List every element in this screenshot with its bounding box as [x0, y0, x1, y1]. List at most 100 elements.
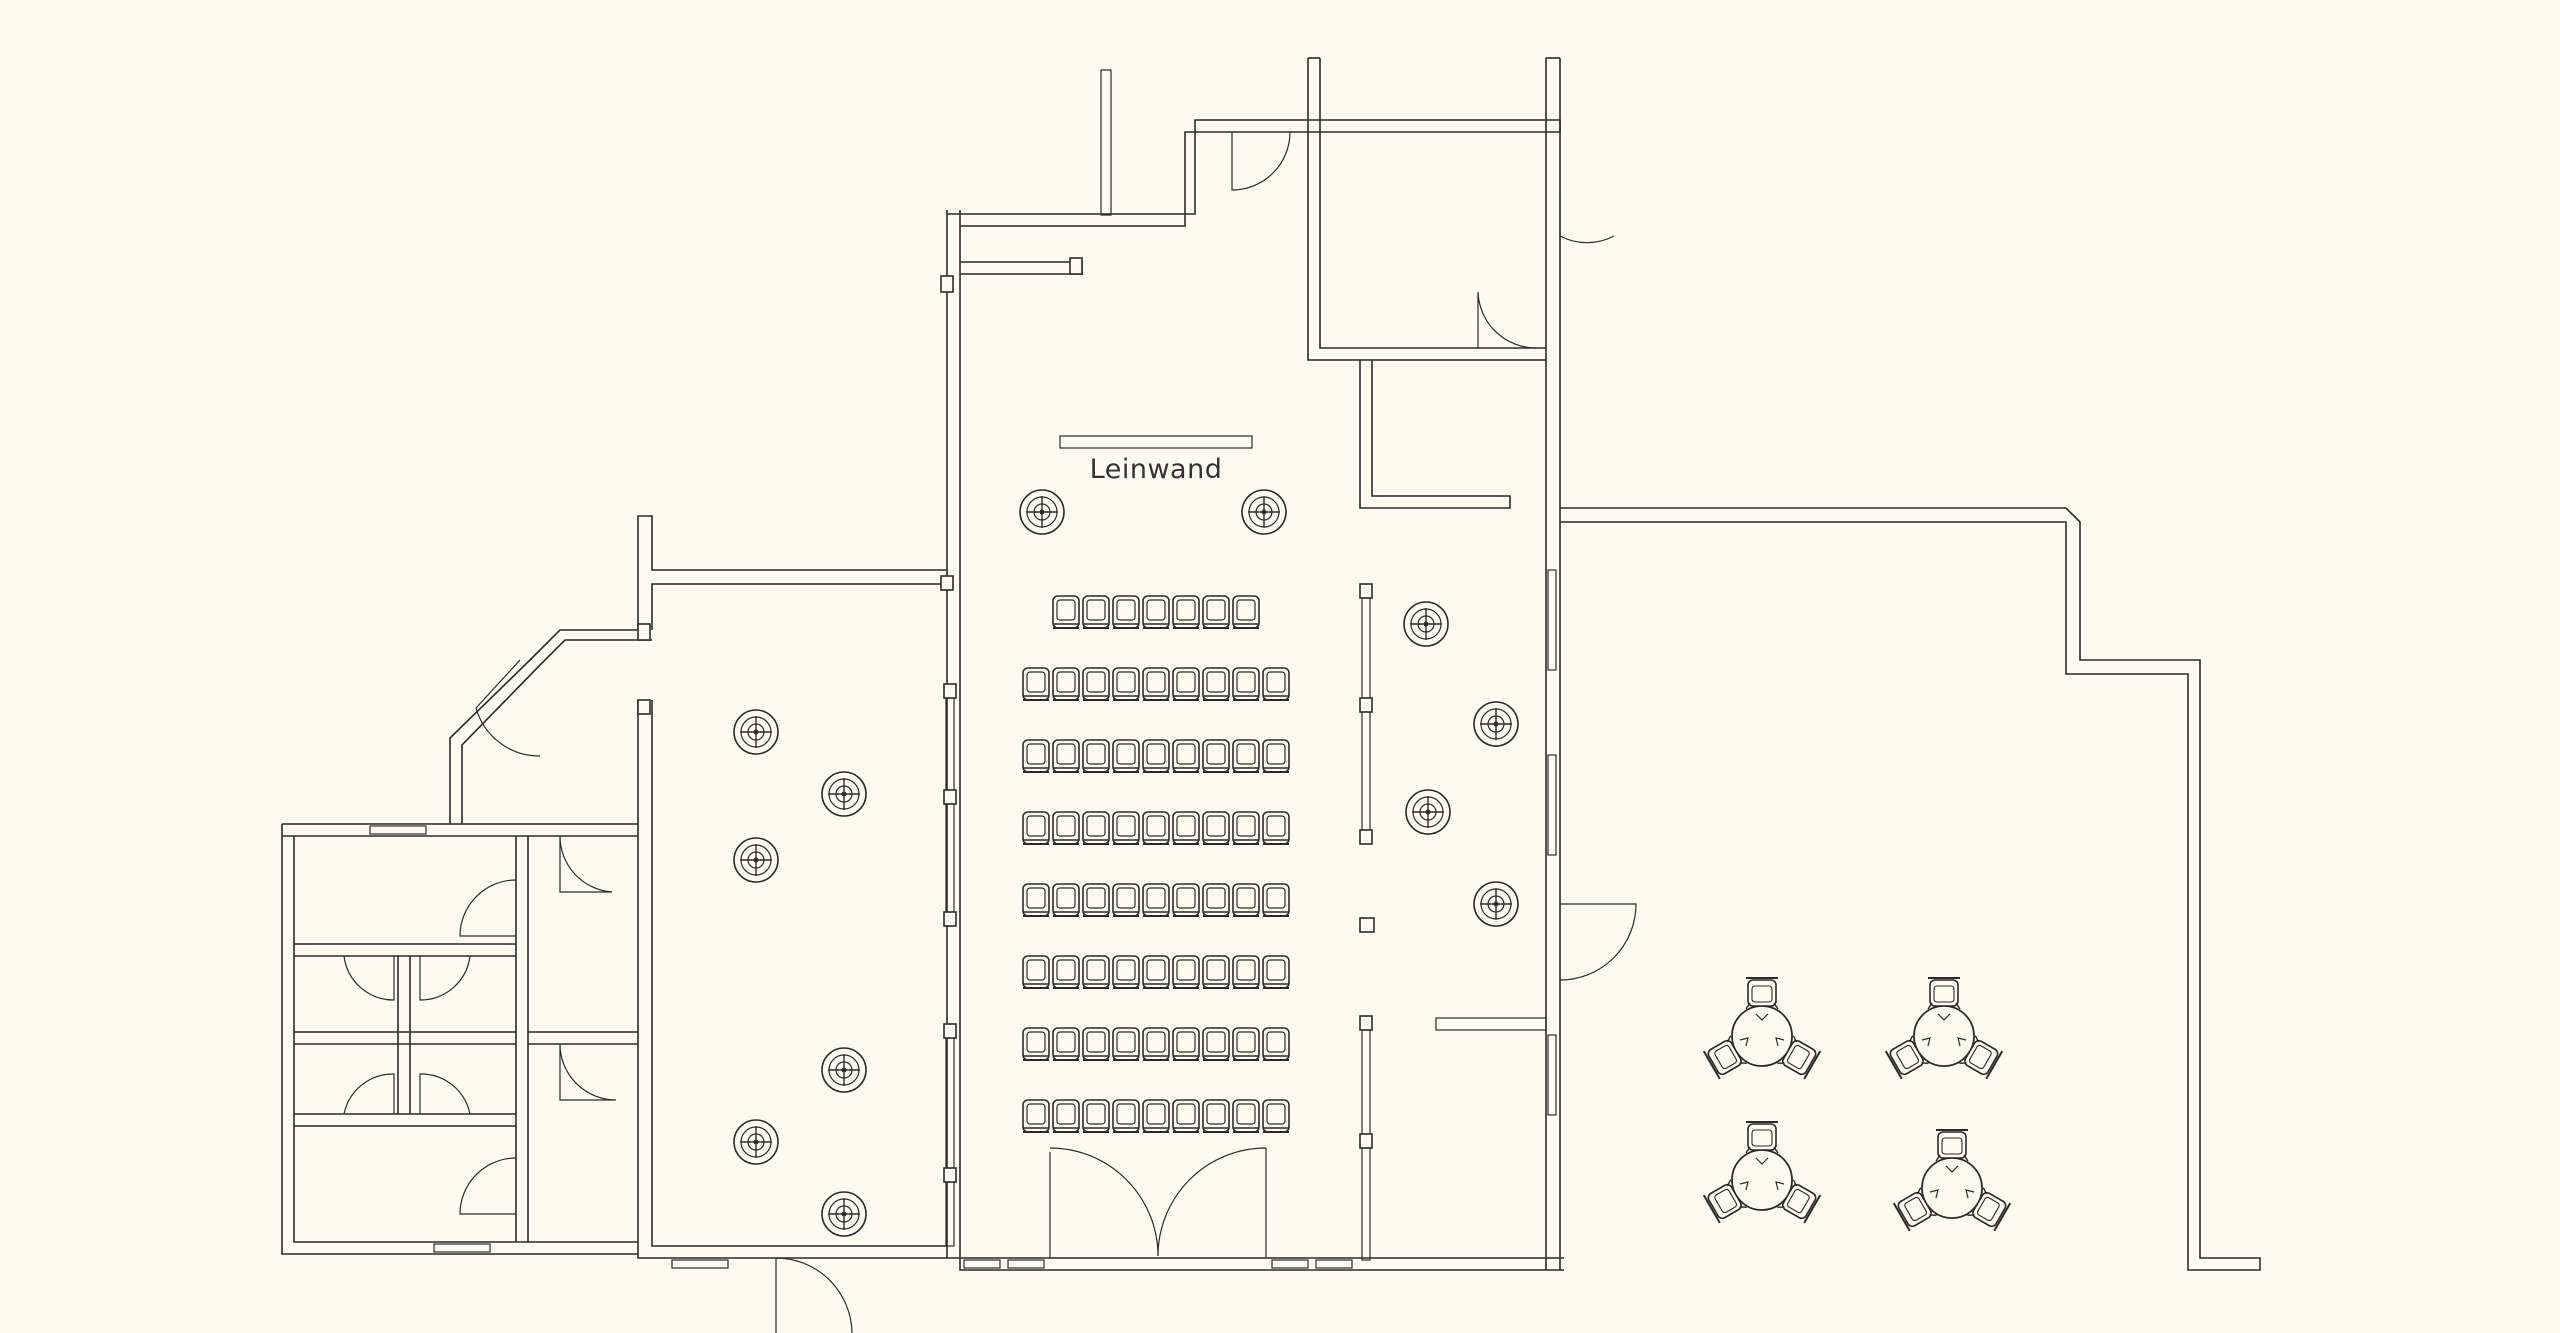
- ceiling-light-icon: [821, 1191, 867, 1237]
- chair-icon: [1262, 955, 1290, 989]
- seat-row: [1022, 811, 1290, 845]
- door-swing-icon: [459, 879, 517, 937]
- chair-icon: [1142, 1027, 1170, 1061]
- chair-icon: [1142, 811, 1170, 845]
- chair-icon: [1052, 595, 1080, 629]
- chair-icon: [1082, 1027, 1110, 1061]
- chair-icon: [1172, 1099, 1200, 1133]
- chair-icon: [1142, 883, 1170, 917]
- chair-icon: [1232, 955, 1260, 989]
- door-swing-icon: [419, 955, 471, 1001]
- door-swing-icon: [775, 1257, 853, 1333]
- chair-icon: [1082, 667, 1110, 701]
- chair-icon: [1262, 739, 1290, 773]
- door-swing-icon: [559, 1043, 617, 1101]
- round-table-with-chairs-icon: [1704, 1122, 1820, 1223]
- chair-icon: [1232, 811, 1260, 845]
- chair-icon: [1082, 595, 1110, 629]
- round-tables: [1704, 978, 2010, 1231]
- chair-icon: [1052, 955, 1080, 989]
- chair-icon: [1052, 739, 1080, 773]
- window-icon: [1271, 1259, 1309, 1269]
- window-icon: [1547, 754, 1557, 856]
- ceiling-light-icon: [1019, 489, 1065, 535]
- ceiling-light-icon: [1241, 489, 1287, 535]
- chair-icon: [1232, 883, 1260, 917]
- chair-icon: [1172, 883, 1200, 917]
- chair-icon: [1142, 1099, 1170, 1133]
- chair-icon: [1202, 667, 1230, 701]
- chair-icon: [1112, 739, 1140, 773]
- ceiling-light-icon: [1405, 789, 1451, 835]
- ceiling-light-icon: [821, 771, 867, 817]
- chair-icon: [1202, 883, 1230, 917]
- chair-icon: [1022, 1027, 1050, 1061]
- chair-icon: [1202, 811, 1230, 845]
- seating-area: [1022, 595, 1290, 1133]
- window-icon: [369, 825, 427, 835]
- chair-icon: [1262, 883, 1290, 917]
- window-icon: [671, 1259, 729, 1269]
- main-hall-walls: [946, 57, 1564, 1271]
- chair-icon: [1052, 667, 1080, 701]
- door-swing-icon: [1559, 903, 1637, 981]
- window-icon: [1547, 569, 1557, 671]
- ceiling-light-icon: [733, 1119, 779, 1165]
- door-swing-icon: [1477, 291, 1537, 349]
- chair-icon: [1172, 1027, 1200, 1061]
- chair-icon: [1232, 667, 1260, 701]
- chair-icon: [1232, 595, 1260, 629]
- interior-partitions: [943, 435, 1547, 1261]
- chair-icon: [1022, 955, 1050, 989]
- chair-icon: [1142, 955, 1170, 989]
- chair-icon: [1142, 667, 1170, 701]
- screen-label: Leinwand: [1090, 454, 1223, 485]
- window-icon: [963, 1259, 1001, 1269]
- seat-row: [1022, 667, 1290, 701]
- ceiling-light-icon: [1473, 701, 1519, 747]
- chair-icon: [1052, 1027, 1080, 1061]
- chair-icon: [1142, 595, 1170, 629]
- chair-icon: [1142, 739, 1170, 773]
- window-icon: [1315, 1259, 1353, 1269]
- door-swing-icon: [475, 659, 541, 757]
- chair-icon: [1262, 1027, 1290, 1061]
- chair-icon: [1262, 1099, 1290, 1133]
- chair-icon: [1172, 595, 1200, 629]
- chair-icon: [1022, 1099, 1050, 1133]
- chair-icon: [1022, 811, 1050, 845]
- windows: [369, 569, 1557, 1269]
- seat-row: [1022, 955, 1290, 989]
- chair-icon: [1232, 1099, 1260, 1133]
- window-icon: [1547, 1034, 1557, 1116]
- chair-icon: [1082, 955, 1110, 989]
- chair-icon: [1202, 1027, 1230, 1061]
- chair-icon: [1202, 1099, 1230, 1133]
- chair-icon: [1112, 667, 1140, 701]
- door-swing-icon: [1231, 131, 1291, 191]
- ceiling-light-icon: [821, 1047, 867, 1093]
- chair-icon: [1052, 811, 1080, 845]
- chair-icon: [1172, 955, 1200, 989]
- seat-row: [1022, 739, 1290, 773]
- window-icon: [1007, 1259, 1045, 1269]
- chair-icon: [1052, 883, 1080, 917]
- chair-icon: [1112, 955, 1140, 989]
- chair-icon: [1202, 595, 1230, 629]
- door-swing-icon: [1049, 1147, 1159, 1258]
- seat-row: [1052, 595, 1260, 629]
- round-table-with-chairs-icon: [1886, 978, 2002, 1079]
- door-swing-icon: [343, 1073, 395, 1115]
- chair-icon: [1082, 1099, 1110, 1133]
- chair-icon: [1082, 811, 1110, 845]
- door-swing-icon: [343, 955, 395, 1001]
- chair-icon: [1202, 955, 1230, 989]
- chair-icon: [1022, 667, 1050, 701]
- chair-icon: [1112, 1027, 1140, 1061]
- door-swing-icon: [1559, 190, 1615, 244]
- seat-row: [1022, 1027, 1290, 1061]
- round-table-with-chairs-icon: [1704, 978, 1820, 1079]
- restroom-block: [281, 823, 638, 1255]
- chair-icon: [1172, 667, 1200, 701]
